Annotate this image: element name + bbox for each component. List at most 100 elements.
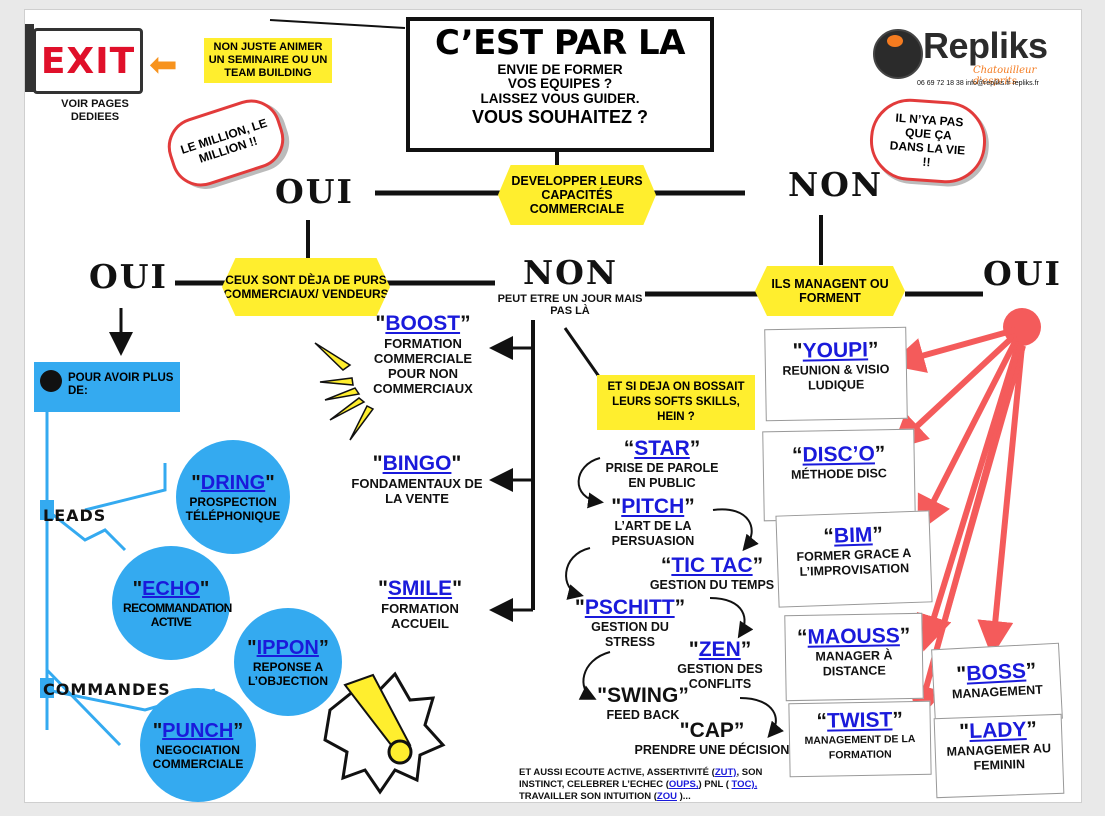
training-disco-code[interactable]: DISC’O (802, 442, 876, 467)
arrow-left-icon: ⬅ (149, 46, 178, 84)
training-lady-code[interactable]: LADY (968, 718, 1027, 744)
sidebox: POUR AVOIR PLUS DE: (34, 362, 180, 412)
training-star-desc: PRISE DE PAROLE EN PUBLIC (605, 461, 719, 490)
training-zen-code[interactable]: ZEN (698, 638, 741, 661)
exit-sign-text: EXIT (40, 40, 136, 82)
level1-no[interactable]: NON (788, 165, 884, 204)
training-bingo-desc: FONDAMENTAUX DE LA VENTE (351, 476, 483, 506)
footer-text-e: TRAVAILLER SON INTUITION ( (519, 791, 657, 802)
footer-text-f: )... (676, 791, 691, 802)
training-youpi-code[interactable]: YOUPI (802, 338, 869, 363)
training-swing[interactable]: "SWING” FEED BACK (583, 684, 703, 723)
footer-text-c: SON INSTINCT, CELEBRER L’ECHEC ( (519, 767, 763, 790)
training-punch[interactable]: "PUNCH” NEGOCIATION COMMERCIALE (140, 688, 256, 802)
training-pschitt[interactable]: "PSCHITT” GESTION DU STRESS (574, 596, 686, 649)
training-star[interactable]: “STAR” PRISE DE PAROLE EN PUBLIC (597, 437, 727, 491)
link-oups[interactable]: OUPS, (668, 779, 699, 790)
title-line-3: LAISSEZ VOUS GUIDER. (480, 91, 640, 106)
level2-left-yes[interactable]: OUI (89, 257, 168, 296)
training-tictac-code[interactable]: TIC TAC (671, 554, 753, 577)
training-maouss-code[interactable]: MAOUSS (807, 624, 900, 649)
training-bim-code[interactable]: BIM (833, 523, 873, 548)
training-boost-code[interactable]: BOOST (385, 312, 461, 335)
sidebox-label: POUR AVOIR PLUS DE: (68, 372, 174, 397)
training-zen[interactable]: "ZEN” GESTION DES CONFLITS (667, 638, 773, 692)
logo-contact: 06 69 72 18 38 info@repliks.fr repliks.f… (917, 80, 1039, 87)
training-dring-desc: PROSPECTION TÉLÉPHONIQUE (185, 494, 281, 523)
training-pitch-code[interactable]: PITCH (621, 495, 685, 518)
training-cap[interactable]: "CAP” PRENDRE UNE DÉCISION (617, 719, 807, 758)
logo-name: Repliks (923, 25, 1048, 66)
logo[interactable]: Repliks Chatouilleur d'esprits 06 69 72 … (873, 25, 1063, 95)
training-cap-code[interactable]: CAP (689, 719, 734, 742)
training-bingo-code[interactable]: BINGO (382, 452, 452, 475)
level2-left-no-note: PEUT ETRE UN JOUR MAIS PAS LÀ (497, 293, 643, 317)
training-youpi-desc: REUNION & VISIO LUDIQUE (782, 362, 890, 393)
training-punch-desc: NEGOCIATION COMMERCIALE (152, 742, 244, 771)
training-twist[interactable]: “TWIST” MANAGEMENT DE LA FORMATION (788, 700, 932, 778)
training-dring[interactable]: "DRING" PROSPECTION TÉLÉPHONIQUE (176, 440, 290, 554)
training-ippon-code[interactable]: IPPON (256, 636, 319, 659)
footer-text-a: ET AUSSI ECOUTE ACTIVE, ASSERTIVITÉ ( (519, 767, 715, 778)
bubble-right-text: IL N’YA PAS QUE ÇA DANS LA VIE !! (889, 110, 966, 170)
footer-text-d: ) PNL ( (698, 779, 729, 790)
training-maouss[interactable]: “MAOUSS” MANAGER À DISTANCE (784, 612, 924, 702)
training-smile-desc: FORMATION ACCUEIL (381, 601, 459, 631)
top-note: NON JUSTE ANIMER UN SEMINAIRE OU UN TEAM… (204, 38, 332, 83)
training-cap-desc: PRENDRE UNE DÉCISION (634, 743, 790, 757)
training-bingo[interactable]: "BINGO" FONDAMENTAUX DE LA VENTE (347, 452, 487, 506)
training-youpi[interactable]: "YOUPI” REUNION & VISIO LUDIQUE (764, 326, 908, 422)
exit-sign[interactable]: EXIT (33, 28, 143, 94)
training-boost[interactable]: "BOOST” FORMATION COMMERCIALE POUR NON C… (355, 312, 491, 396)
training-swing-desc: FEED BACK (606, 708, 680, 722)
level2-left-no[interactable]: NON (523, 253, 619, 292)
training-boss-code[interactable]: BOSS (965, 659, 1027, 686)
exit-caption[interactable]: VOIR PAGES DEDIEES (61, 98, 129, 123)
page-title: C’EST PAR LA (435, 23, 685, 63)
training-pitch[interactable]: "PITCH” L’ART DE LA PERSUASION (593, 495, 713, 549)
training-boost-desc: FORMATION COMMERCIALE POUR NON COMMERCIA… (373, 336, 473, 396)
exit-bracket (25, 24, 34, 92)
training-dring-code[interactable]: DRING (200, 471, 266, 494)
training-pschitt-code[interactable]: PSCHITT (584, 596, 675, 619)
level2-right-question: ILS MANAGENT OU FORMENT (755, 266, 905, 316)
bullet-icon (40, 370, 62, 392)
brain-icon-accent (887, 35, 903, 47)
leads-marker (40, 500, 54, 520)
title-line-4: VOUS SOUHAITEZ ? (471, 107, 648, 127)
level1-yes[interactable]: OUI (275, 172, 354, 211)
logo-tagline: Chatouilleur d'esprits (973, 65, 1037, 87)
training-disco-desc: MÉTHODE DISC (790, 466, 888, 482)
training-star-code[interactable]: STAR (634, 437, 690, 460)
link-toc[interactable]: TOC), (731, 779, 758, 790)
soft-question: ET SI DEJA ON BOSSAIT LEURS SOFTS SKILLS… (597, 375, 755, 430)
training-bim[interactable]: “BIM” FORMER GRACE A L’IMPROVISATION (775, 510, 933, 608)
title-line-1: ENVIE DE FORMER (497, 62, 623, 77)
training-punch-code[interactable]: PUNCH (162, 719, 234, 742)
training-smile[interactable]: "SMILE" FORMATION ACCUEIL (361, 577, 479, 631)
level2-left-question: CEUX SONT DÈJA DE PURS COMMERCIAUX/ VEND… (222, 258, 390, 316)
link-zou[interactable]: ZOU (656, 791, 677, 802)
training-echo-desc: RECOMMANDATION ACTIVE (123, 600, 232, 629)
training-twist-code[interactable]: TWIST (826, 708, 893, 733)
title-line-2: VOS EQUIPES ? (507, 76, 613, 91)
training-echo-code[interactable]: ECHO (142, 577, 200, 600)
footer-text-b: , (736, 767, 740, 778)
commandes-marker (40, 678, 54, 698)
training-lady[interactable]: "LADY” MANAGEMER AU FEMININ (933, 713, 1065, 799)
training-disco[interactable]: “DISC’O” MÉTHODE DISC (762, 428, 916, 522)
link-zut[interactable]: ZUT) (714, 767, 737, 778)
training-boss[interactable]: "BOSS” MANAGEMENT (931, 642, 1063, 726)
training-swing-code[interactable]: SWING (607, 684, 679, 707)
leads-label: LEADS (43, 506, 107, 525)
training-pitch-desc: L’ART DE LA PERSUASION (611, 519, 695, 548)
training-tictac[interactable]: “TIC TAC” GESTION DU TEMPS (637, 554, 787, 593)
training-smile-code[interactable]: SMILE (387, 577, 453, 600)
training-echo[interactable]: "ECHO" RECOMMANDATION ACTIVE (112, 546, 232, 660)
training-ippon[interactable]: "IPPON” REPONSE A L’OBJECTION (234, 608, 342, 716)
level1-question: DEVELOPPER LEURS CAPACITÉS COMMERCIALE (498, 165, 656, 225)
training-lady-desc: MANAGEMER AU FEMININ (946, 741, 1052, 773)
level2-right-yes[interactable]: OUI (983, 254, 1062, 293)
training-zen-desc: GESTION DES CONFLITS (677, 662, 763, 691)
training-maouss-desc: MANAGER À DISTANCE (815, 648, 893, 679)
